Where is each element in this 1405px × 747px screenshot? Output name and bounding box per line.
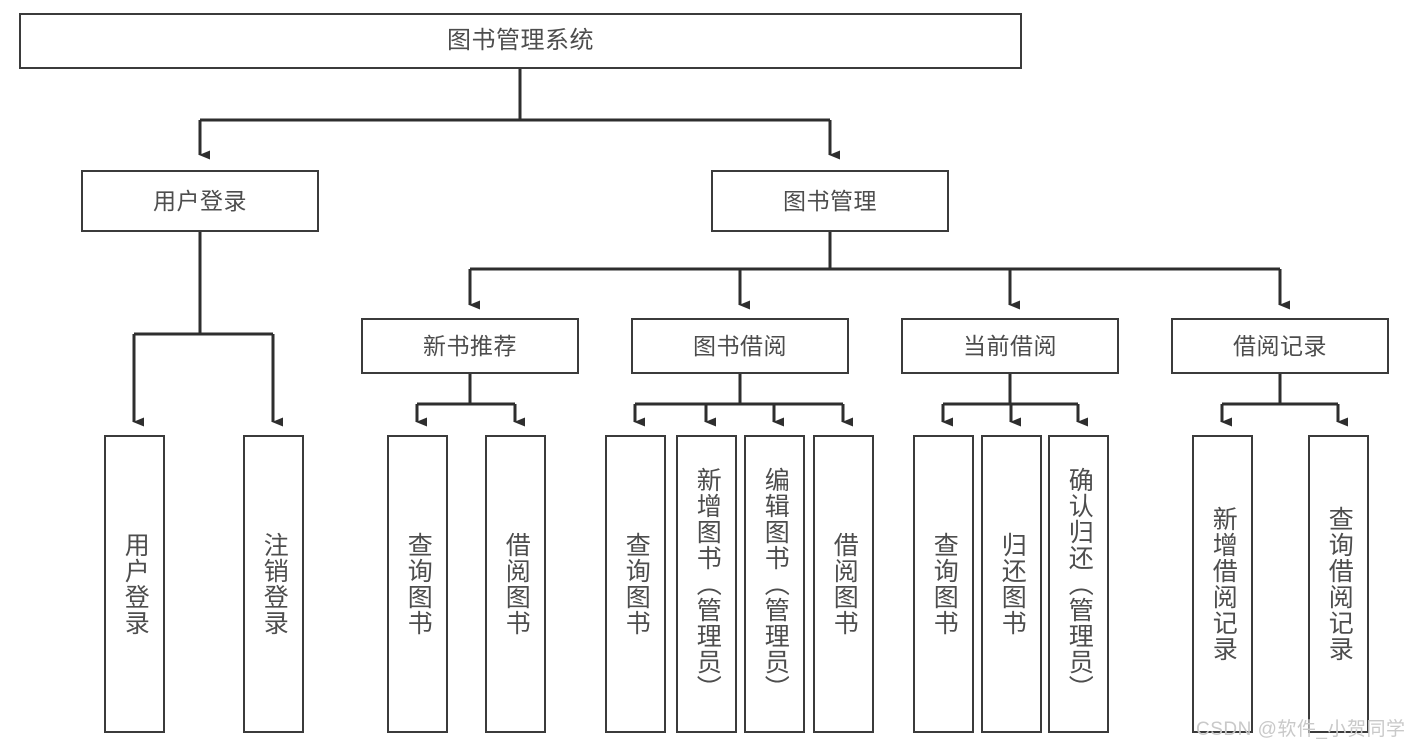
node-borrow-record-label: 借阅记录 xyxy=(1233,332,1327,359)
node-leaf-confirm-return[interactable]: 确认归还（管理员） xyxy=(1048,435,1109,733)
node-leaf-add-book[interactable]: 新增图书（管理员） xyxy=(676,435,737,733)
node-leaf-borrow-book-rec[interactable]: 借阅图书 xyxy=(485,435,546,733)
node-new-book-recommend-label: 新书推荐 xyxy=(423,332,517,359)
node-leaf-borrow-book[interactable]: 借阅图书 xyxy=(813,435,874,733)
node-leaf-confirm-return-label: 确认归还（管理员） xyxy=(1065,467,1094,701)
node-leaf-query-book-cur-label: 查询图书 xyxy=(930,532,959,636)
node-leaf-add-record-label: 新增借阅记录 xyxy=(1209,506,1238,662)
node-current-borrow-label: 当前借阅 xyxy=(963,332,1057,359)
watermark-text: CSDN @软件_小贺同学 xyxy=(1196,719,1405,740)
node-root-label: 图书管理系统 xyxy=(447,27,594,55)
node-leaf-query-book-rec[interactable]: 查询图书 xyxy=(387,435,448,733)
node-user-login[interactable]: 用户登录 xyxy=(81,170,319,232)
node-leaf-query-record[interactable]: 查询借阅记录 xyxy=(1308,435,1369,733)
node-leaf-query-book-cur[interactable]: 查询图书 xyxy=(913,435,974,733)
node-book-borrow-label: 图书借阅 xyxy=(693,332,787,359)
node-leaf-add-book-label: 新增图书（管理员） xyxy=(693,467,722,701)
node-user-login-label: 用户登录 xyxy=(153,187,247,214)
node-leaf-return-book[interactable]: 归还图书 xyxy=(981,435,1042,733)
node-leaf-user-login[interactable]: 用户登录 xyxy=(104,435,165,733)
node-current-borrow[interactable]: 当前借阅 xyxy=(901,318,1119,374)
node-leaf-query-book-borrow[interactable]: 查询图书 xyxy=(605,435,666,733)
node-leaf-logout[interactable]: 注销登录 xyxy=(243,435,304,733)
node-borrow-record[interactable]: 借阅记录 xyxy=(1171,318,1389,374)
node-book-manage[interactable]: 图书管理 xyxy=(711,170,949,232)
node-leaf-user-login-label: 用户登录 xyxy=(121,532,150,636)
node-leaf-borrow-book-label: 借阅图书 xyxy=(830,532,859,636)
node-book-manage-label: 图书管理 xyxy=(783,187,877,214)
node-leaf-query-book-rec-label: 查询图书 xyxy=(404,532,433,636)
node-leaf-edit-book-label: 编辑图书（管理员） xyxy=(761,467,790,701)
node-book-borrow[interactable]: 图书借阅 xyxy=(631,318,849,374)
node-new-book-recommend[interactable]: 新书推荐 xyxy=(361,318,579,374)
node-leaf-logout-label: 注销登录 xyxy=(260,532,289,636)
node-leaf-add-record[interactable]: 新增借阅记录 xyxy=(1192,435,1253,733)
node-root[interactable]: 图书管理系统 xyxy=(19,13,1022,69)
node-leaf-borrow-book-rec-label: 借阅图书 xyxy=(502,532,531,636)
node-leaf-query-record-label: 查询借阅记录 xyxy=(1325,506,1354,662)
node-leaf-return-book-label: 归还图书 xyxy=(998,532,1027,636)
node-leaf-edit-book[interactable]: 编辑图书（管理员） xyxy=(744,435,805,733)
node-leaf-query-book-borrow-label: 查询图书 xyxy=(622,532,651,636)
